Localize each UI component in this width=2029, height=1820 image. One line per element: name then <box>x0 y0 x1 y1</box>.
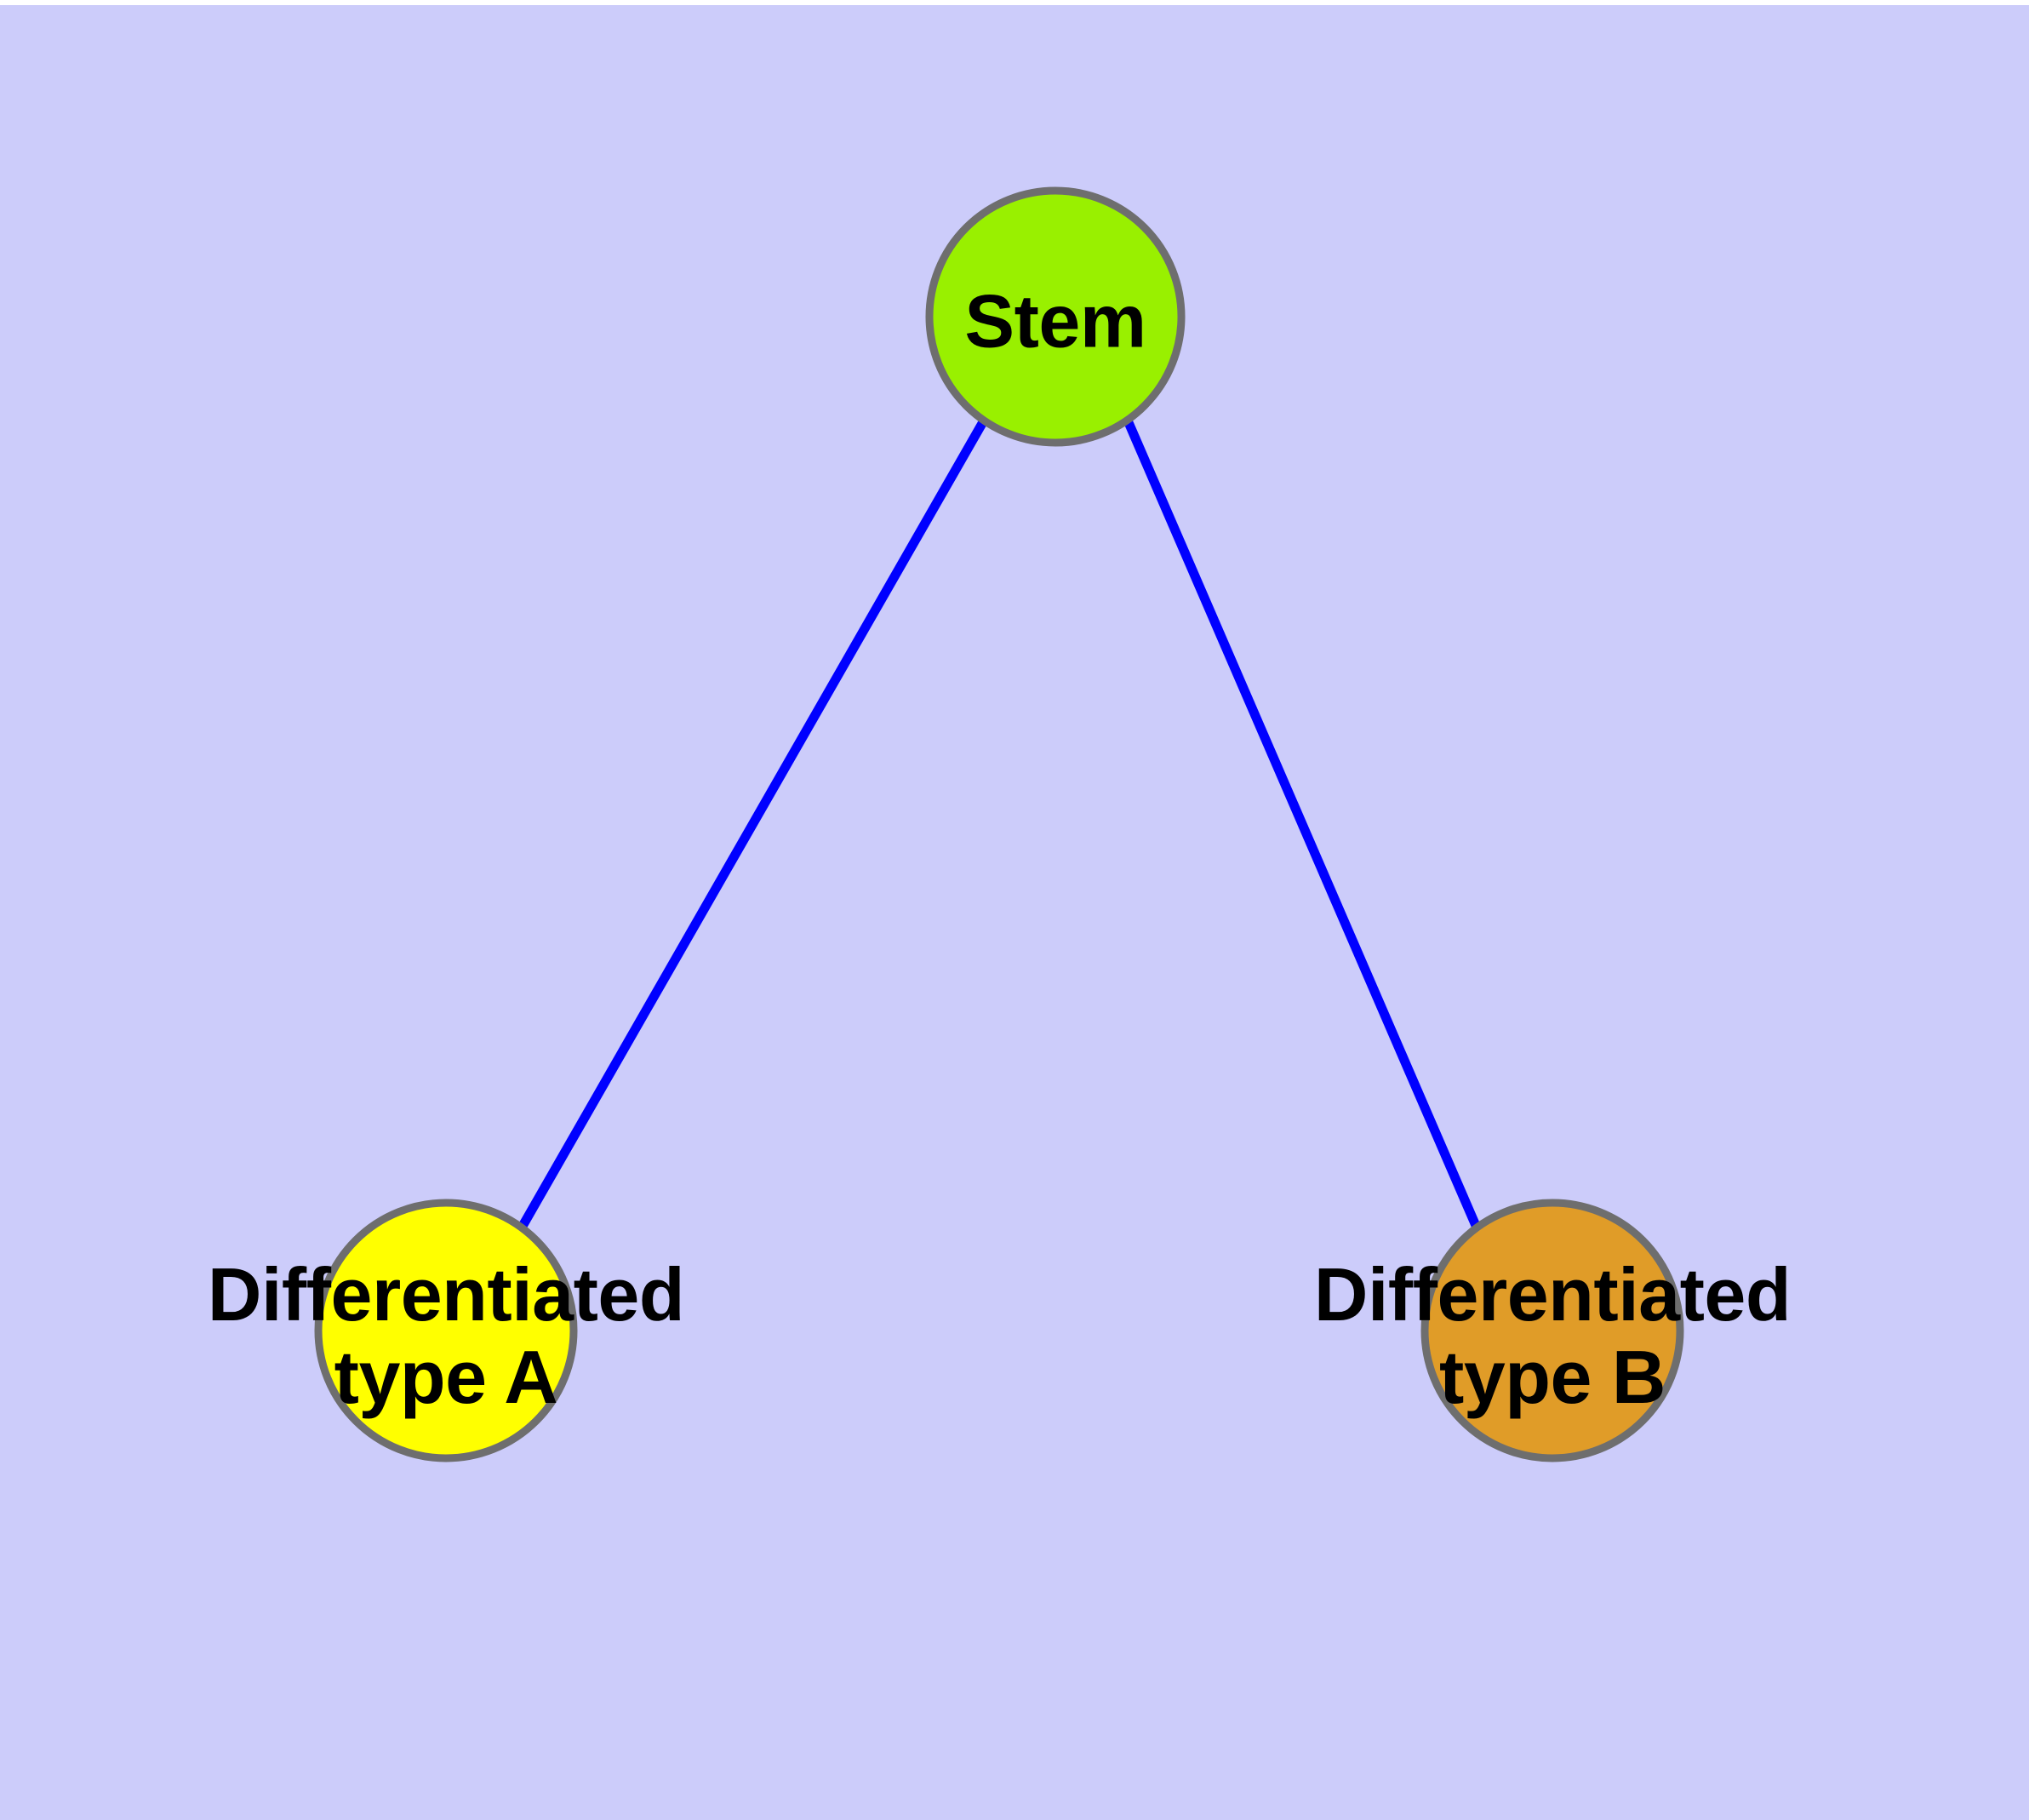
edge-stem-to-diff-a[interactable] <box>517 418 988 1230</box>
node-differentiated-type-a[interactable] <box>314 1199 578 1462</box>
edge-stem-to-diff-b[interactable] <box>1123 418 1482 1230</box>
top-white-margin <box>0 0 2029 5</box>
node-stem[interactable] <box>925 186 1186 447</box>
node-differentiated-type-b[interactable] <box>1420 1199 1684 1462</box>
node-layer <box>314 186 1684 1462</box>
edge-layer <box>517 418 1482 1230</box>
